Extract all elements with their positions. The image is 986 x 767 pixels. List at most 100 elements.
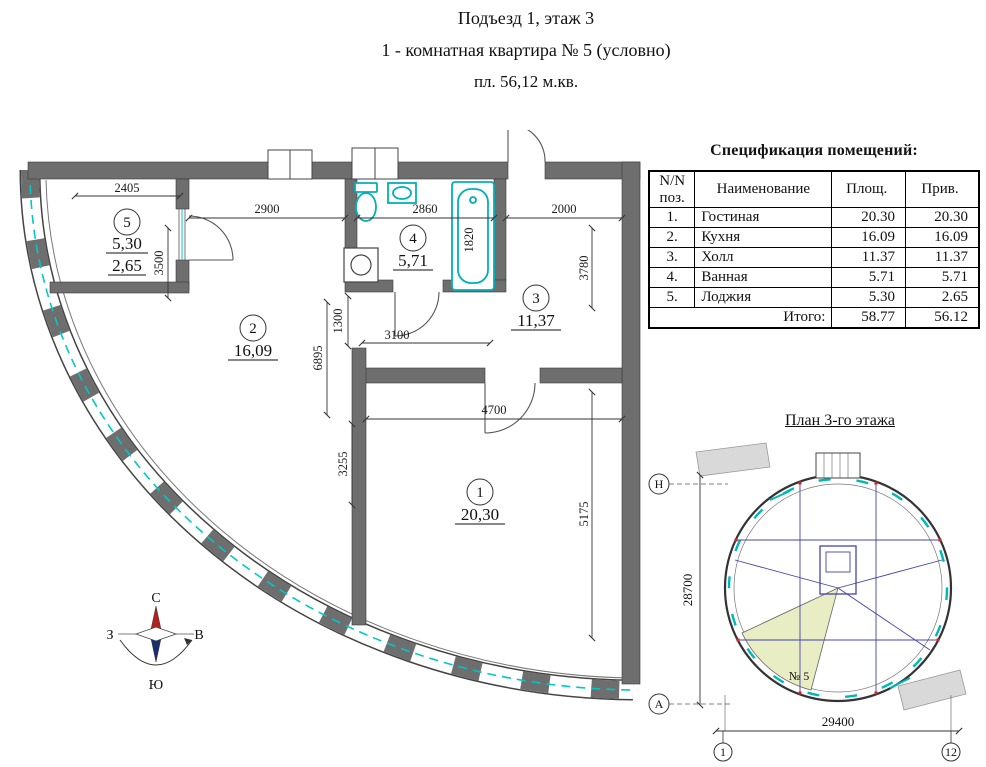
title-line-3: пл. 56,12 м.кв. [473, 72, 579, 91]
room-label-2: 2 16,09 [228, 314, 278, 361]
wall-loggia-end [49, 281, 190, 294]
row-name: Холл [694, 247, 833, 268]
room-label-4: 4 5,71 [393, 224, 433, 271]
table-row: 2. Кухня 16.09 16.09 [648, 227, 980, 248]
row-name: Кухня [694, 227, 833, 248]
room-5-area: 5,30 [112, 234, 142, 253]
column-dot [736, 638, 740, 642]
total-label: Итого: [648, 307, 833, 329]
facade-inner-face [45, 179, 631, 679]
partition-r2 [837, 559, 943, 589]
room-1-circle [466, 478, 494, 506]
terrace-bottom-right [897, 669, 967, 711]
room-1-number: 1 [476, 485, 484, 501]
room-2-number: 2 [249, 321, 257, 337]
room-1-area: 20,30 [461, 505, 499, 524]
row-area: 16.09 [831, 227, 906, 248]
room-4-circle [399, 224, 427, 252]
row-priv: 20.30 [905, 207, 980, 228]
curved-facade-wall [19, 169, 634, 701]
wall-right [621, 161, 641, 685]
wall-bath-right [493, 178, 507, 281]
compass-arc [119, 639, 193, 666]
table-row: 5. Лоджия 5.30 2.65 [648, 287, 980, 308]
row-pos: 2. [648, 227, 696, 248]
room-4-area: 5,71 [398, 251, 428, 270]
toilet-bowl-icon [355, 192, 377, 222]
compass-cross-icon [134, 626, 178, 642]
bathtub-inner-icon [457, 188, 489, 284]
row-pos: 1. [648, 207, 696, 228]
row-name: Ванная [694, 267, 833, 288]
compass-north-label: С [151, 591, 160, 606]
row-pos: 5. [648, 287, 696, 308]
dim-1820: 1820 [462, 228, 476, 253]
compass-arc-arrowhead [184, 638, 192, 645]
row-priv: 16.09 [905, 227, 980, 248]
spec-col-area: Площ. [831, 170, 906, 208]
apartment-floor-plan: 2405 2900 2860 2000 3500 1820 3780 1300 … [19, 130, 641, 701]
room-label-1: 1 20,30 [455, 478, 505, 525]
compass-south-label: Ю [149, 678, 163, 693]
axis-1-label: 1 [720, 745, 726, 759]
partition-r3 [734, 559, 839, 589]
room-3-area: 11,37 [517, 311, 555, 330]
spec-col-pos-l2: поз. [659, 189, 685, 206]
column-dot [938, 538, 942, 542]
washer-door-icon [350, 254, 372, 276]
spec-title: Спецификация помещений: [710, 142, 918, 159]
compass-west-label: З [106, 628, 113, 643]
building-inner-face [733, 483, 943, 693]
dim-4700: 4700 [482, 403, 507, 417]
table-row: 4. Ванная 5.71 5.71 [648, 267, 980, 288]
glazing-accent-1 [769, 490, 791, 501]
compass-east-label: В [194, 628, 203, 643]
column-dot [798, 481, 802, 485]
dim-3500: 3500 [152, 251, 166, 276]
axis-12-label: 12 [945, 745, 957, 759]
building-glazing [727, 477, 949, 699]
room-5-area-reduced: 2,65 [112, 256, 142, 275]
dim-29400: 29400 [822, 714, 855, 729]
terrace-top-left [695, 442, 771, 477]
axis-1-circle [713, 742, 733, 762]
compass-rose: С Ю З В [106, 591, 203, 693]
dim-2405: 2405 [115, 181, 140, 195]
row-priv: 11.37 [905, 247, 980, 268]
mini-glazing-accents [769, 490, 911, 689]
elevator-shaft [825, 551, 851, 573]
wall-hall-living-a [356, 367, 486, 384]
dimension-lines [71, 192, 626, 642]
building-floor-plan: № 5 [648, 442, 967, 762]
row-priv: 5.71 [905, 267, 980, 288]
marker-H-label: Н [655, 477, 664, 491]
column-dot [936, 638, 940, 642]
room-2-area: 16,09 [234, 341, 272, 360]
wall-loggia-upper [175, 178, 190, 210]
bathroom-fixtures [354, 181, 495, 291]
room-2-circle [239, 314, 267, 342]
total-priv: 56.12 [905, 307, 980, 329]
room-label-3: 3 11,37 [511, 284, 561, 331]
spec-col-name: Наименование [694, 170, 833, 208]
marker-A-label: А [655, 697, 664, 711]
title-line-2: 1 - комнатная квартира № 5 (условно) [381, 40, 671, 60]
spec-col-priv: Прив. [905, 170, 980, 208]
row-area: 5.71 [831, 267, 906, 288]
facade-glazing-line [29, 169, 634, 691]
specification-panel: Спецификация помещений: N/N поз. Наимено… [648, 142, 980, 329]
axis-12-circle [941, 742, 961, 762]
vent-shafts [267, 147, 399, 180]
stair-block [815, 452, 861, 479]
glazing-accent-2 [889, 677, 911, 689]
column-dot [874, 691, 878, 695]
dim-5175: 5175 [577, 502, 591, 527]
entry-door-swing [527, 130, 546, 163]
room-5-number: 5 [123, 215, 131, 231]
wall-hall-living-b [539, 367, 623, 384]
spec-header-row: N/N поз. Наименование Площ. Прив. [648, 170, 980, 208]
dim-3780: 3780 [577, 256, 591, 281]
room-3-number: 3 [532, 291, 540, 307]
partition-r1 [837, 587, 931, 651]
washing-machine [343, 247, 379, 283]
